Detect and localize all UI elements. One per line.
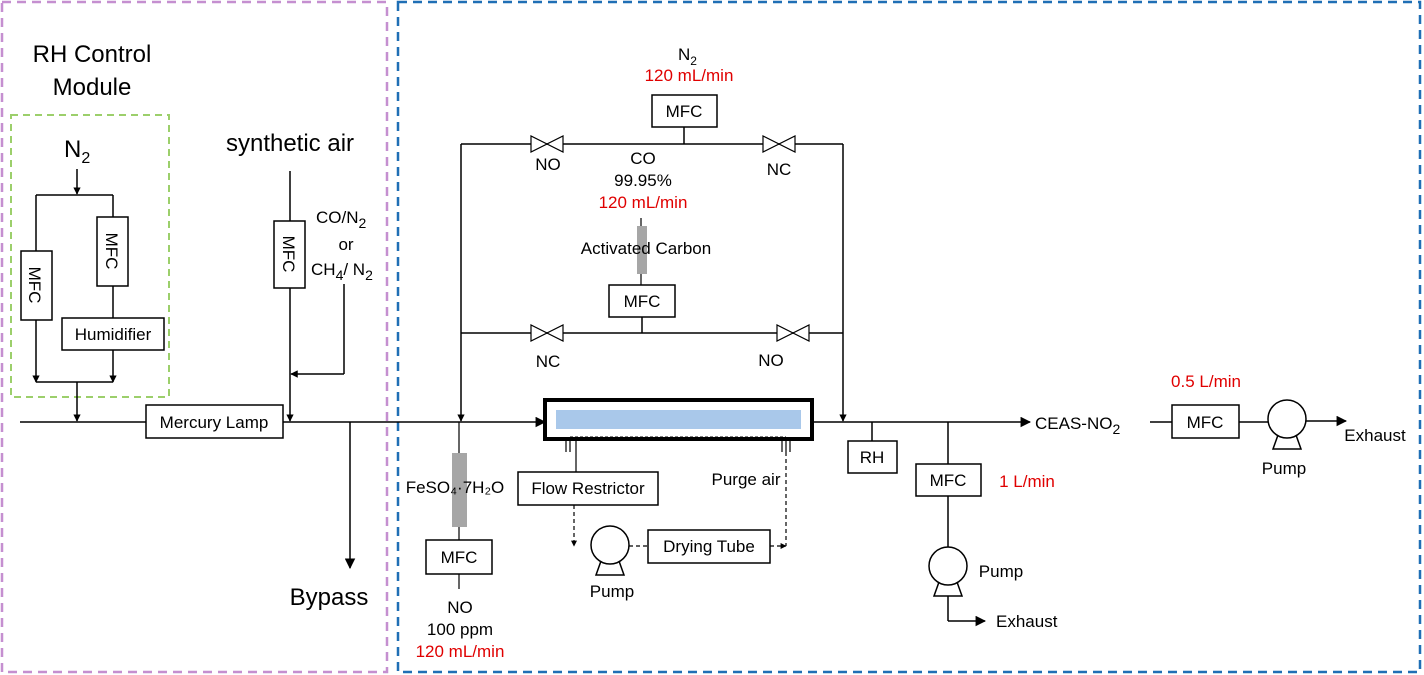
activated-carbon-filter	[637, 226, 647, 274]
co-purity: 99.95%	[614, 171, 672, 190]
svg-text:MFC: MFC	[624, 292, 661, 311]
valve-top-right-label: NC	[767, 160, 792, 179]
valve-bottom-left	[530, 324, 564, 342]
no-concentration: 100 ppm	[427, 620, 493, 639]
svg-text:MFC: MFC	[102, 233, 121, 270]
rh-module-title-2: Module	[53, 74, 132, 101]
ceas-label: CEAS-NO2	[1035, 414, 1120, 437]
humidifier-box	[61, 317, 165, 351]
rh-module-title-1: RH Control	[33, 41, 152, 68]
co-label: CO	[630, 149, 656, 168]
synthetic-air-label: synthetic air	[226, 130, 354, 157]
or-label: or	[338, 235, 353, 254]
bypass-label: Bypass	[290, 584, 369, 611]
svg-text:MFC: MFC	[279, 236, 298, 273]
purge-pump-label: Pump	[590, 582, 634, 601]
ceas-mfc	[1171, 404, 1240, 439]
no-label: NO	[447, 598, 473, 617]
rh-sensor-label: RH	[860, 448, 885, 467]
co-flow: 120 mL/min	[599, 193, 688, 212]
humidifier-label: Humidifier	[75, 325, 152, 344]
rh-sensor-box	[847, 440, 898, 474]
flow-restrictor-label: Flow Restrictor	[531, 479, 645, 498]
valve-bottom-left-label: NC	[536, 352, 561, 371]
mercury-lamp-label: Mercury Lamp	[160, 413, 269, 432]
reactor-lamp	[556, 410, 801, 429]
rh-module-border	[0, 0, 389, 674]
svg-text:MFC: MFC	[1187, 413, 1224, 432]
rh-mfc-left	[20, 250, 53, 321]
mercury-lamp-box	[145, 404, 284, 439]
valve-bottom-right	[776, 324, 810, 342]
drying-tube-label: Drying Tube	[663, 537, 755, 556]
no-mfc	[425, 539, 493, 575]
ferrous-sulfate-filter	[452, 453, 467, 527]
ceas-flow: 0.5 L/min	[1171, 372, 1241, 391]
co-n2-label: CO/N2	[316, 208, 367, 231]
svg-text:MFC: MFC	[930, 471, 967, 490]
purge-pump	[590, 525, 630, 565]
top-n2-flow: 120 mL/min	[645, 66, 734, 85]
ceas-pump-label: Pump	[1262, 459, 1306, 478]
flow-restrictor-box	[517, 471, 659, 506]
activated-carbon-label: Activated Carbon	[581, 239, 711, 258]
valve-top-right	[762, 135, 796, 153]
humidity-box-border	[10, 114, 170, 398]
mid-mfc	[608, 284, 676, 318]
top-n2-label: N2	[678, 45, 697, 68]
ceas-exhaust-label: Exhaust	[1344, 426, 1406, 445]
reactor-module-border	[396, 0, 1422, 674]
exhaust-flow: 1 L/min	[999, 472, 1055, 491]
svg-text:MFC: MFC	[666, 102, 703, 121]
ferrous-sulfate-label: FeSO₄·7H₂O	[406, 478, 505, 497]
exhaust-label: Exhaust	[996, 612, 1058, 631]
rh-n2-label: N2	[64, 136, 90, 167]
ch4-n2-label: CH4/ N2	[311, 260, 373, 283]
valve-top-left	[530, 135, 564, 153]
drying-tube-box	[647, 529, 771, 564]
exhaust-pump	[928, 546, 968, 586]
valve-top-left-label: NO	[535, 155, 561, 174]
svg-text:MFC: MFC	[441, 548, 478, 567]
svg-text:MFC: MFC	[25, 267, 44, 304]
top-mfc	[651, 94, 718, 128]
no-flow: 120 mL/min	[416, 642, 505, 661]
ceas-pump	[1267, 399, 1307, 439]
purge-air-label: Purge air	[712, 470, 781, 489]
exhaust-pump-label: Pump	[979, 562, 1023, 581]
valve-bottom-right-label: NO	[758, 351, 784, 370]
